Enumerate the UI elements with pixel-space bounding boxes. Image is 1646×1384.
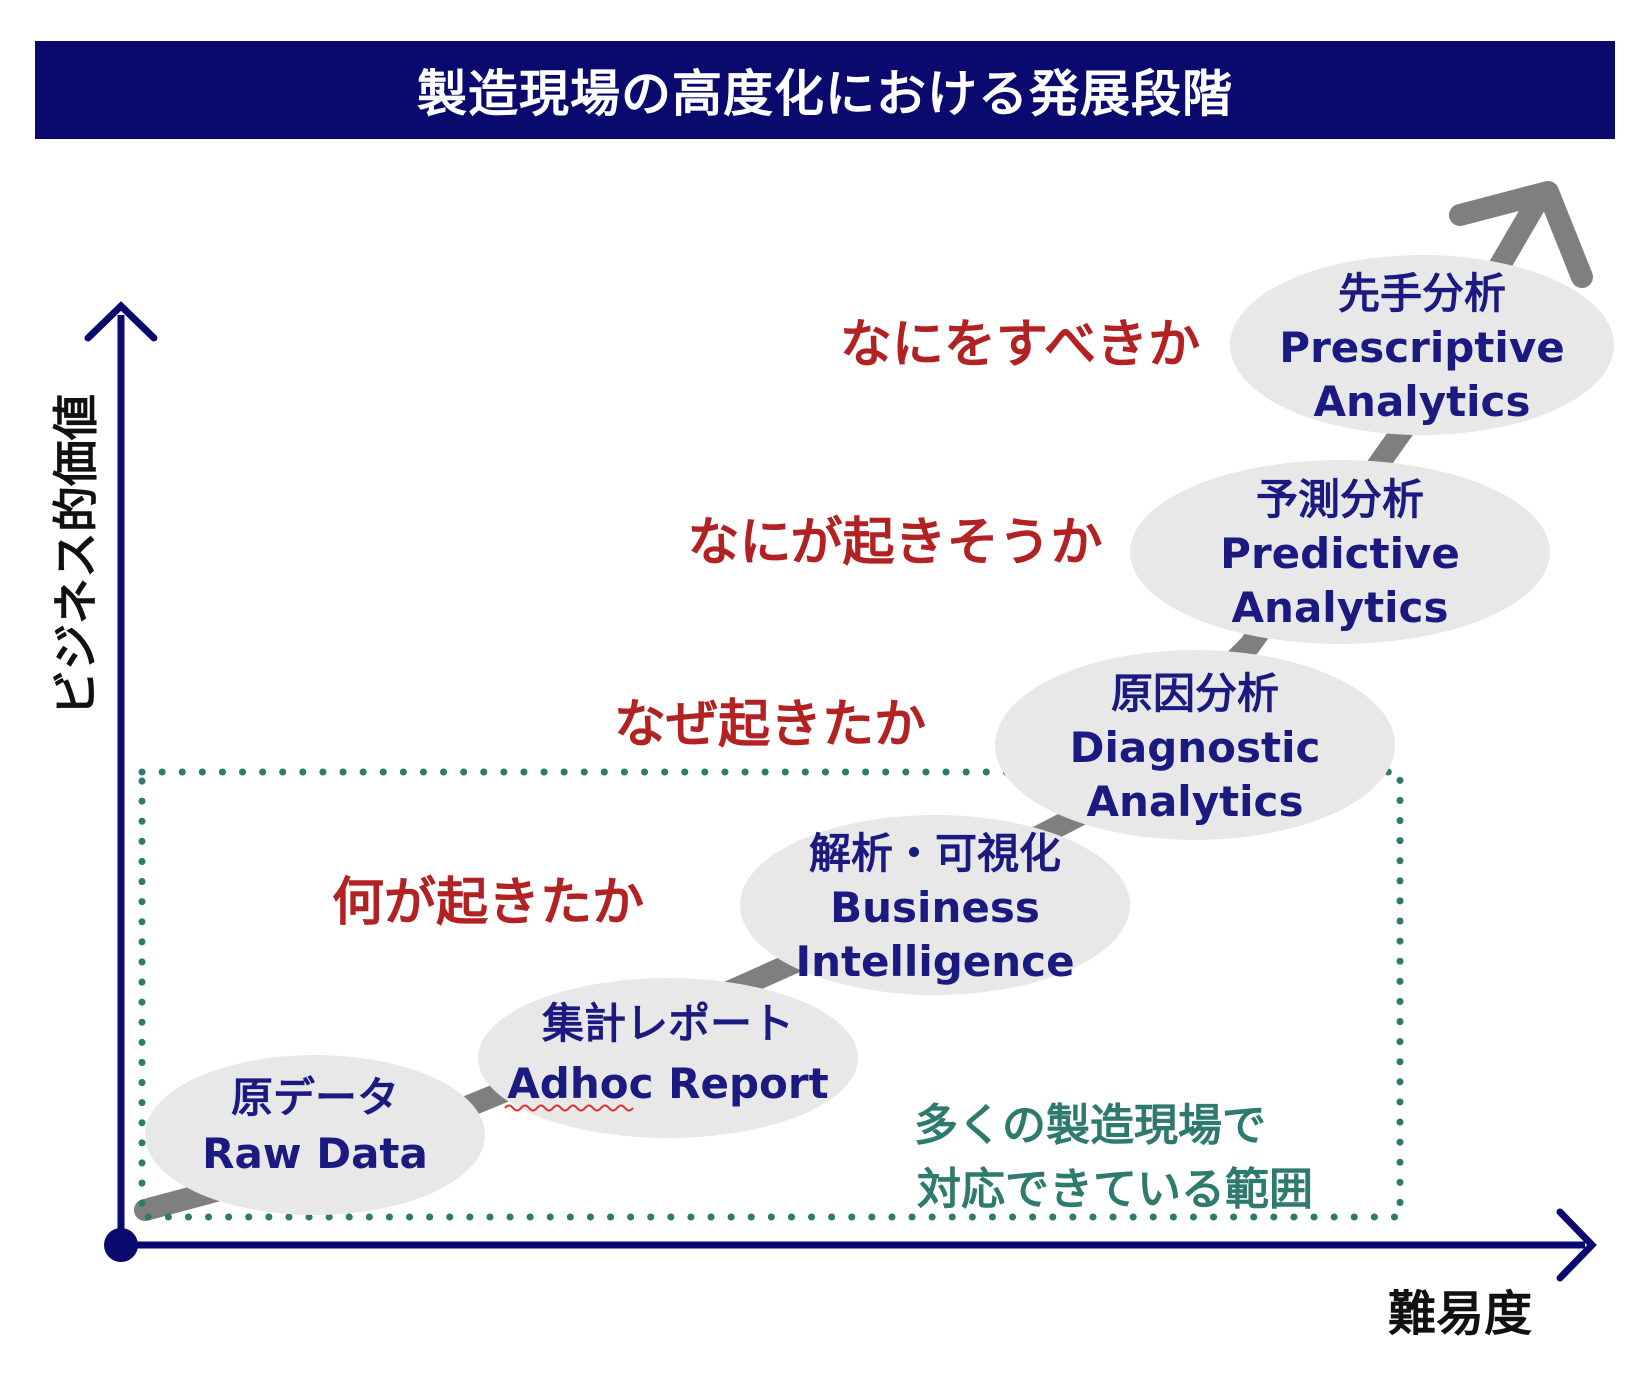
stage-bubble <box>1230 255 1614 435</box>
stage-ja-label: 先手分析 <box>1338 269 1506 318</box>
stage-en-line-2: Analytics <box>1232 583 1449 632</box>
stage-bubble <box>1130 460 1550 644</box>
diagram-title: 製造現場の高度化における発展段階 <box>417 65 1233 123</box>
spellcheck-squiggle <box>504 1104 634 1112</box>
stage-en-line-1: Diagnostic <box>1070 723 1321 772</box>
stage-bubble <box>740 815 1130 995</box>
stage-en-line-1: Business <box>830 883 1040 932</box>
question-why-happened: なぜ起きたか <box>614 695 926 755</box>
stage-bubble <box>995 650 1395 840</box>
stage-prescriptive-analytics: 先手分析 Prescriptive Analytics <box>1230 255 1614 435</box>
stage-en-line-1: Prescriptive <box>1279 323 1564 372</box>
stage-en-line-2: Intelligence <box>795 937 1074 986</box>
x-axis-label: 難易度 <box>1388 1286 1532 1342</box>
scope-note-line-1: 多くの製造現場で <box>914 1100 1266 1151</box>
stage-en-line-1: Predictive <box>1220 529 1460 578</box>
stage-ja-label: 予測分析 <box>1256 475 1424 524</box>
stage-en-label: Adhoc Report <box>507 1059 828 1108</box>
stage-predictive-analytics: 予測分析 Predictive Analytics <box>1130 460 1550 644</box>
stage-ja-label: 原データ <box>231 1073 399 1122</box>
stage-raw-data: 原データ Raw Data <box>145 1055 485 1215</box>
y-axis-label: ビジネス的価値 <box>49 394 103 716</box>
questions: 何が起きたか なぜ起きたか なにが起きそうか なにをすべきか <box>332 315 1200 933</box>
stage-diagnostic-analytics: 原因分析 Diagnostic Analytics <box>995 650 1395 840</box>
stage-ja-label: 集計レポート <box>541 999 794 1048</box>
title-banner: 製造現場の高度化における発展段階 <box>35 41 1615 139</box>
stage-bubble <box>478 978 858 1138</box>
stage-ja-label: 原因分析 <box>1111 669 1279 718</box>
stage-ja-label: 解析・可視化 <box>809 829 1061 878</box>
stage-adhoc-report: 集計レポート Adhoc Report <box>478 978 858 1138</box>
question-what-will-happen: なにが起きそうか <box>688 513 1103 573</box>
question-what-happened: 何が起きたか <box>332 873 644 933</box>
stage-business-intelligence: 解析・可視化 Business Intelligence <box>740 815 1130 995</box>
scope-box <box>138 768 1404 1221</box>
stage-en-line-2: Analytics <box>1314 377 1531 426</box>
stage-bubble <box>145 1055 485 1215</box>
y-axis-arrowhead <box>84 301 158 342</box>
scope-note-line-2: 対応できている範囲 <box>917 1164 1313 1215</box>
question-what-to-do: なにをすべきか <box>840 315 1200 375</box>
stage-en-line-2: Analytics <box>1087 777 1304 826</box>
growth-arrowhead <box>1449 181 1593 288</box>
x-axis-arrowhead <box>1556 1208 1597 1282</box>
axis-origin-dot <box>104 1228 138 1262</box>
stage-en-label: Raw Data <box>202 1129 428 1178</box>
